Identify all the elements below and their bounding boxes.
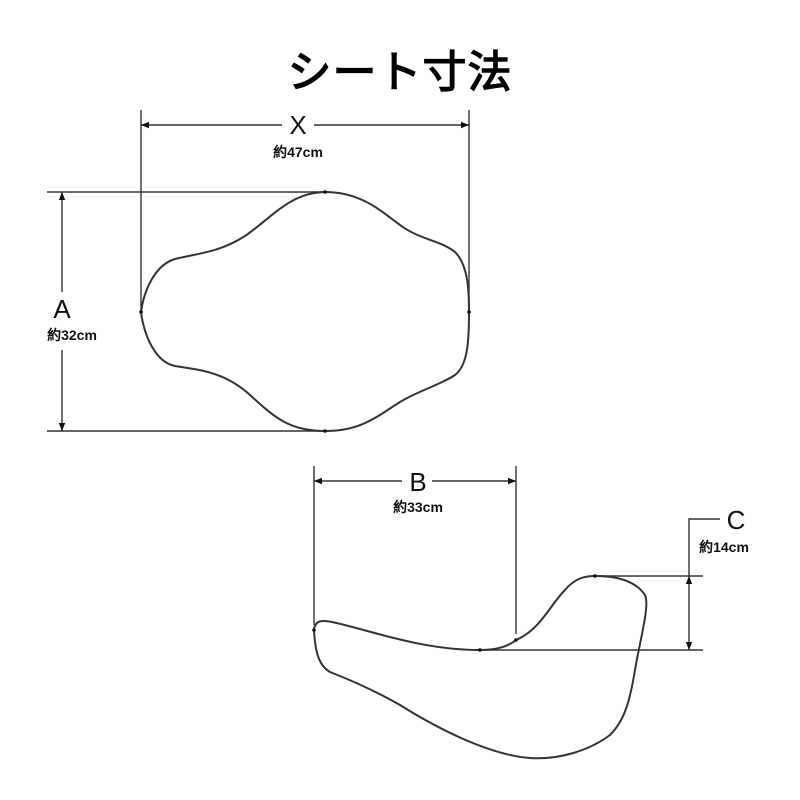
a-value: 約32cm [47,327,97,343]
x-value: 約47cm [273,144,323,160]
point-marker [478,648,482,652]
c-label: C [727,505,746,535]
a-label: A [53,294,71,324]
side-view: B 約33cm C 約14cm [312,466,749,760]
point-marker [312,628,316,632]
point-marker [139,310,143,314]
seat-top-outline [139,190,471,433]
point-marker [467,310,471,314]
point-marker [323,429,327,433]
c-value: 約14cm [699,539,749,555]
point-marker [323,190,327,194]
x-label: X [289,110,306,140]
seat-side-outline [312,574,648,760]
c-leader-line [688,518,720,576]
point-marker [514,638,518,642]
point-marker [593,574,597,578]
top-view: X 約47cm A 約32cm [47,110,471,433]
b-label: B [409,467,426,497]
page-title: シート寸法 [287,47,513,98]
b-value: 約33cm [393,499,443,515]
